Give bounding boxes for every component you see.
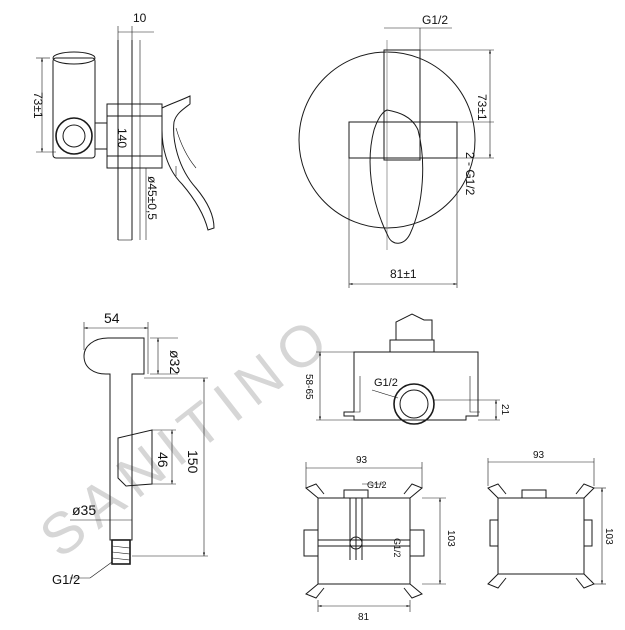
dim-81-front: 81 [358,612,370,623]
box-side-view: 58-65 G1/2 21 [303,313,510,425]
dim-73-right: 73±1 [475,94,489,121]
top-right-front-view: G1/2 73±1 2 - G1/2 81±1 [298,13,494,288]
thread-g12-front-top: G1/2 [367,480,387,490]
box-front-view: 93 G1/2 G1/2 103 81 [303,455,456,623]
thread-g12-box: G1/2 [374,377,398,389]
box-back-view: 93 103 [487,450,614,589]
hand-shower-view: 54 ø32 46 150 ø35 G1/2 [52,310,208,587]
dim-58-65: 58-65 [303,374,314,400]
dim-103-back: 103 [603,528,614,545]
dim-150: 150 [185,450,201,474]
dim-dia32: ø32 [167,350,183,374]
dim-81: 81±1 [390,267,417,281]
dim-10: 10 [133,11,147,25]
watermark-text: SANITINO [28,301,347,570]
thread-top-g12: G1/2 [422,13,448,27]
dim-73: 73±1 [31,92,45,119]
dim-dia45: ø45±0,5 [145,176,159,220]
dim-dia35: ø35 [72,502,96,518]
dim-46: 46 [155,452,171,468]
dim-93-back: 93 [533,450,545,461]
dim-140: 140 [115,128,129,148]
dim-54: 54 [104,310,120,326]
top-left-side-view: 10 73±1 140 ø45±0,5 [31,11,215,241]
thread-g12-front-side: G1/2 [392,538,402,558]
thread-2g12: 2 - G1/2 [463,152,477,196]
dim-21: 21 [499,404,510,416]
dim-103-front: 103 [445,530,456,547]
dim-93-front: 93 [356,455,368,466]
thread-g12-handset: G1/2 [52,572,80,587]
